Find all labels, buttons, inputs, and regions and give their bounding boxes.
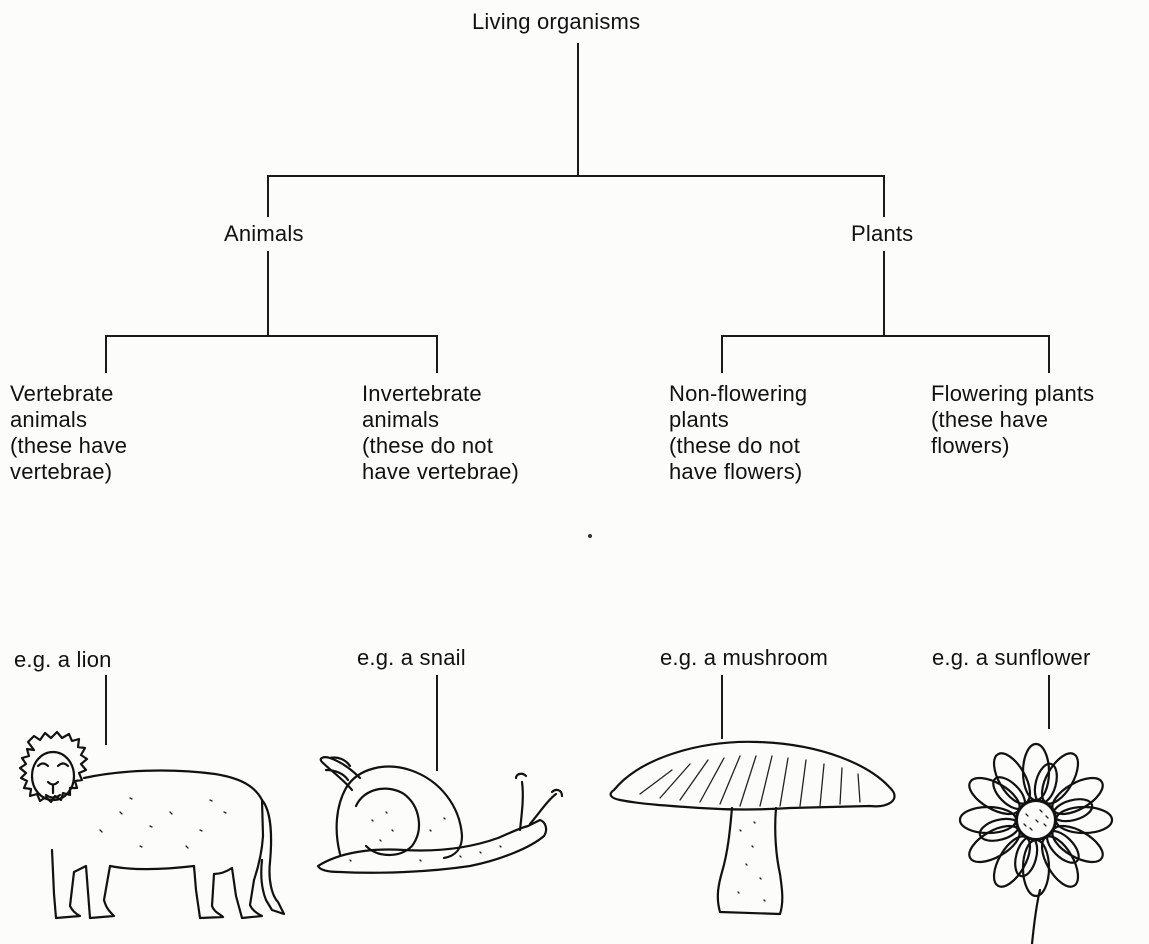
root-label: Living organisms: [472, 10, 640, 33]
category-line: Non-flowering: [669, 382, 807, 405]
category-line: plants: [669, 408, 807, 431]
category-line: vertebrae): [10, 460, 127, 483]
category-line: Flowering plants: [931, 382, 1094, 405]
example-lion-label: e.g. a lion: [14, 648, 112, 671]
category-line: (these do not: [669, 434, 807, 457]
category-line: (these do not: [362, 434, 519, 457]
category-line: have vertebrae): [362, 460, 519, 483]
animals-label: Animals: [224, 222, 304, 245]
category-vertebrate: Vertebrate animals (these have vertebrae…: [10, 382, 127, 474]
category-line: (these have: [10, 434, 127, 457]
example-mushroom-label: e.g. a mushroom: [660, 646, 828, 669]
category-line: animals: [10, 408, 127, 431]
category-line: have flowers): [669, 460, 807, 483]
category-invertebrate: Invertebrate animals (these do not have …: [362, 382, 519, 474]
category-line: flowers): [931, 434, 1094, 457]
category-line: Invertebrate: [362, 382, 519, 405]
category-line: Vertebrate: [10, 382, 127, 405]
plants-label: Plants: [851, 222, 913, 245]
example-sunflower-label: e.g. a sunflower: [932, 646, 1091, 669]
example-snail-label: e.g. a snail: [357, 646, 466, 669]
category-flowering: Flowering plants (these have flowers): [931, 382, 1094, 451]
category-line: (these have: [931, 408, 1094, 431]
category-line: animals: [362, 408, 519, 431]
category-non-flowering: Non-flowering plants (these do not have …: [669, 382, 807, 474]
